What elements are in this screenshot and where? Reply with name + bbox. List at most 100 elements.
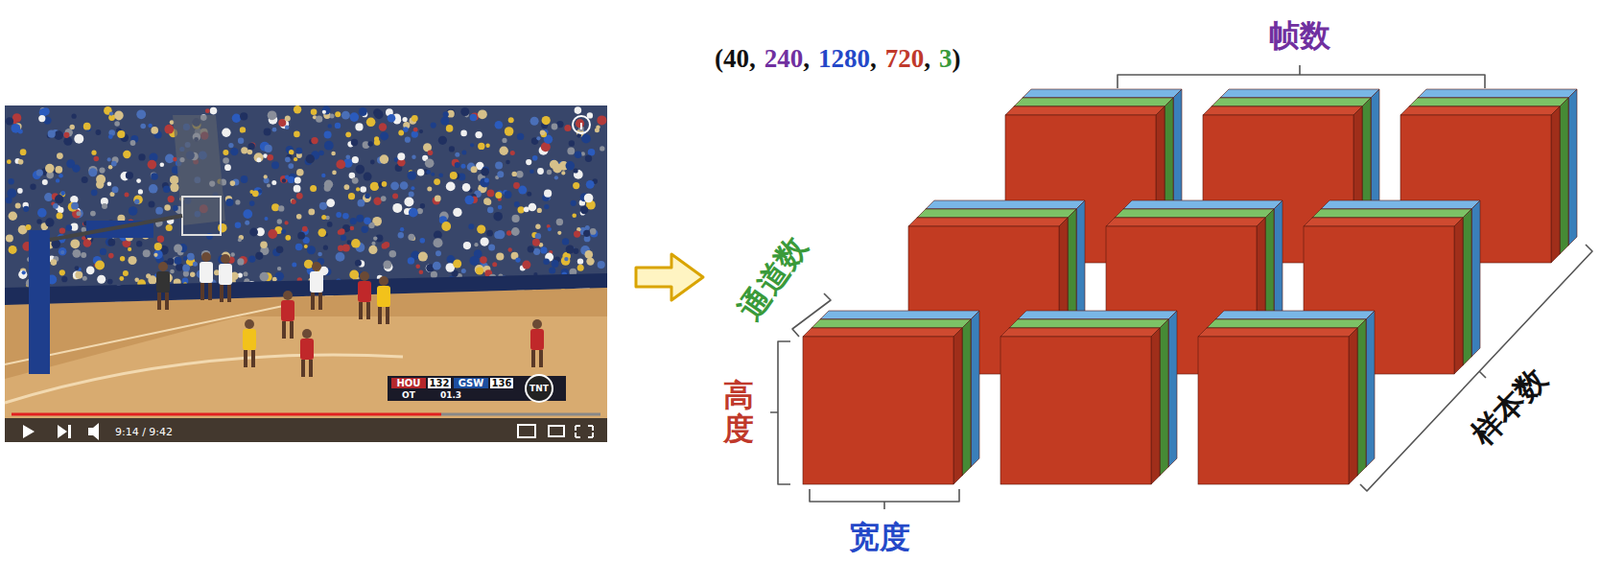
crowd-person	[570, 200, 577, 207]
crowd-person	[379, 154, 390, 165]
crowd-person	[262, 153, 268, 159]
crowd-person	[387, 114, 397, 123]
crowd-person	[417, 208, 424, 214]
crowd-person	[335, 160, 346, 170]
crowd-person	[460, 107, 470, 117]
crowd-person	[118, 276, 124, 282]
cube-top	[1000, 328, 1160, 337]
crowd-person	[174, 257, 183, 265]
player-leg	[243, 350, 248, 368]
crowd-person	[461, 164, 467, 169]
crowd-person	[221, 128, 231, 138]
crowd-person	[589, 228, 597, 236]
crowd-person	[508, 247, 513, 252]
crowd-person	[510, 150, 516, 156]
crowd-person	[147, 275, 157, 284]
cube-top	[802, 328, 963, 337]
crowd-person	[70, 124, 75, 130]
score-text: GSW	[458, 378, 484, 389]
crowd-person	[11, 123, 22, 134]
score-box	[427, 377, 451, 389]
crowd-person	[153, 253, 158, 258]
crowd-person	[599, 145, 605, 151]
player-leg	[251, 350, 256, 368]
bracket	[792, 293, 831, 337]
crowd-person	[379, 131, 389, 141]
crowd-person	[398, 232, 404, 238]
crowd-person	[584, 193, 594, 204]
crowd-person	[22, 270, 26, 275]
crowd-person	[293, 131, 301, 139]
crowd-person	[248, 142, 256, 150]
crowd-person	[417, 168, 425, 177]
crowd-person	[54, 165, 63, 174]
crowd-person	[98, 167, 105, 174]
crowd-person	[296, 192, 304, 200]
cube-side	[1568, 89, 1577, 246]
crowd-person	[278, 118, 286, 127]
crowd-person	[264, 144, 273, 153]
crowd-person	[411, 155, 416, 160]
crowd-person	[150, 172, 159, 181]
crowd-person	[542, 258, 550, 266]
crowd-person	[58, 247, 68, 257]
crowd-person	[322, 110, 327, 115]
crowd-person	[475, 267, 484, 276]
crowd-person	[474, 264, 485, 275]
crowd-person	[351, 238, 361, 249]
player-body	[309, 271, 324, 293]
cube-side	[1357, 319, 1366, 476]
crowd-person	[460, 130, 468, 138]
crowd-person	[173, 244, 183, 254]
crowd-person	[108, 134, 114, 140]
cube-top	[1013, 97, 1174, 107]
crowd-person	[107, 279, 114, 285]
player-leg	[308, 359, 313, 377]
crowd-person	[557, 231, 562, 236]
player-head	[282, 290, 293, 301]
crowd-stands	[4, 105, 608, 307]
crowd-person	[565, 244, 575, 254]
crowd-person	[296, 168, 305, 177]
crowd-person	[58, 173, 64, 179]
crowd-person	[345, 131, 352, 138]
crowd-person	[307, 209, 315, 216]
cube-top	[1022, 89, 1182, 98]
crowd-person	[124, 192, 130, 198]
crowd-person	[337, 245, 344, 252]
crowd-person	[309, 185, 317, 192]
tuple-part: 240	[764, 44, 804, 74]
bracket	[1360, 244, 1593, 492]
crowd-person	[164, 204, 171, 212]
crowd-person	[419, 269, 424, 275]
crowd-person	[554, 175, 559, 180]
player-leg	[157, 292, 162, 310]
crowd-person	[259, 272, 270, 283]
backboard	[182, 196, 221, 236]
crowd-person	[90, 211, 96, 217]
crowd-person	[295, 243, 304, 252]
cube-front	[1198, 336, 1349, 485]
crowd-person	[296, 213, 303, 220]
crowd-person	[138, 153, 145, 161]
crowd-person	[157, 235, 165, 243]
crowd-person	[240, 146, 248, 154]
crowd-person	[94, 260, 105, 271]
crowd-person	[374, 139, 380, 145]
crowd-person	[63, 137, 72, 146]
crowd-person	[488, 244, 495, 252]
tuple-part: ,	[870, 44, 877, 74]
crowd-person	[583, 230, 590, 237]
miniplayer-icon	[517, 424, 536, 438]
cube-side	[1471, 200, 1481, 357]
progress-played	[11, 413, 442, 417]
crowd-person	[440, 117, 449, 126]
court-floor	[4, 287, 608, 443]
crowd-person	[306, 245, 316, 255]
crowd-person	[521, 260, 531, 270]
player-leg	[366, 302, 371, 320]
crowd-person	[111, 161, 118, 167]
crowd-person	[345, 154, 351, 160]
crowd-person	[175, 262, 184, 271]
tuple-part: 1280	[818, 44, 871, 74]
